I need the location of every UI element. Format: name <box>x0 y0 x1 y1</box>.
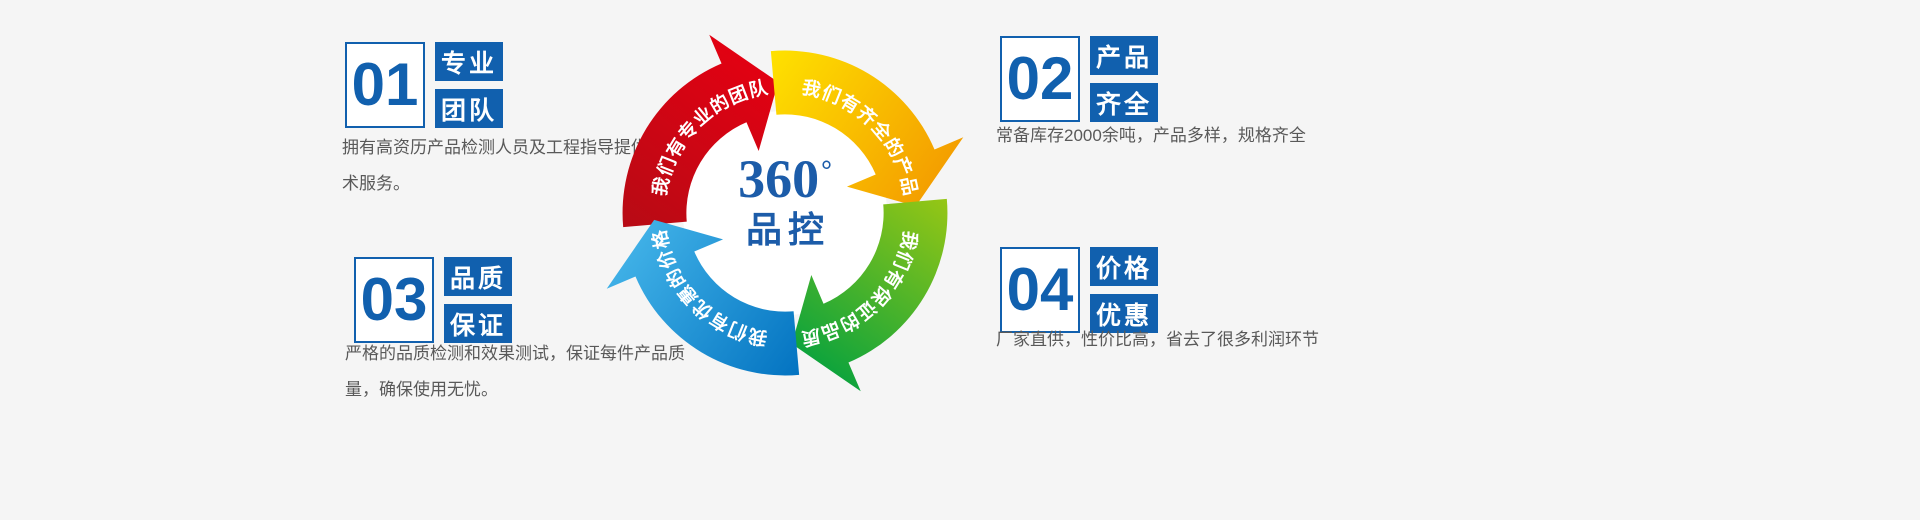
section-03-number: 03 <box>354 257 434 343</box>
degree-symbol: ° <box>821 155 832 186</box>
section-02-label-2: 齐全 <box>1090 83 1158 122</box>
section-04-label-1: 价格 <box>1090 247 1158 286</box>
section-01-label-2: 团队 <box>435 89 503 128</box>
section-03-label-1: 品质 <box>444 257 512 296</box>
center-360-text: 360° <box>738 152 832 206</box>
section-04: 04 价格 优惠 <box>1000 247 1158 333</box>
section-02-description: 常备库存2000余吨，产品多样，规格齐全 <box>996 126 1306 145</box>
section-01-number: 01 <box>345 42 425 128</box>
section-02-label-1: 产品 <box>1090 36 1158 75</box>
center-circle <box>682 110 888 316</box>
section-01-description: 拥有高资历产品检测人员及工程指导提供技术服务。 <box>342 138 665 193</box>
arrow-team <box>622 34 779 228</box>
section-04-number: 04 <box>1000 247 1080 333</box>
center-360-value: 360 <box>738 149 820 209</box>
section-04-description: 厂家直供，性价比高，省去了很多利润环节 <box>996 330 1319 349</box>
arrow-products <box>770 50 964 207</box>
section-03-chips: 品质 保证 <box>444 257 512 343</box>
section-04-chips: 价格 优惠 <box>1090 247 1158 333</box>
section-01-chips: 专业 团队 <box>435 42 503 128</box>
arrow-quality <box>791 198 948 392</box>
center-quality-label: 品控 <box>745 209 831 250</box>
section-02: 02 产品 齐全 <box>1000 36 1158 122</box>
section-03: 03 品质 保证 <box>354 257 512 343</box>
section-01: 01 专业 团队 <box>345 42 503 128</box>
section-02-number: 02 <box>1000 36 1080 122</box>
quality-circle-diagram: 我们有专业的团队 我们有齐全的产品 我们有保证的品质 我们有优惠的价格 <box>553 0 1017 445</box>
section-03-label-2: 保证 <box>444 304 512 343</box>
section-04-label-2: 优惠 <box>1090 294 1158 333</box>
section-01-label-1: 专业 <box>435 42 503 81</box>
section-03-description: 严格的品质检测和效果测试，保证每件产品质量，确保使用无忧。 <box>345 344 685 399</box>
section-02-chips: 产品 齐全 <box>1090 36 1158 122</box>
arrow-price <box>606 219 800 376</box>
